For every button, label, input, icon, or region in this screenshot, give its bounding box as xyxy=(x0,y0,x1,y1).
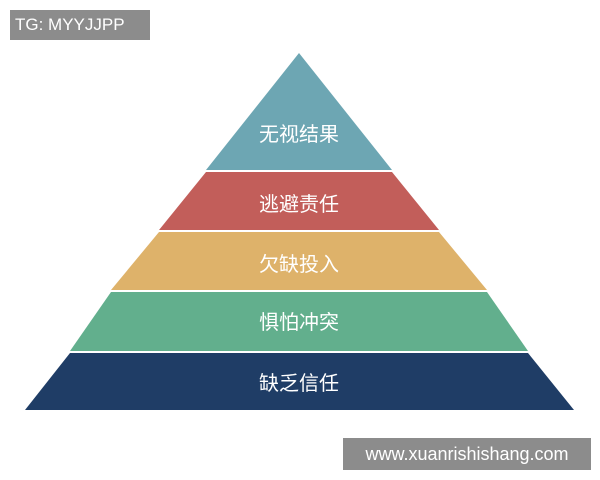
pyramid-level-4-label: 惧怕冲突 xyxy=(259,310,339,334)
pyramid-level-1-shape xyxy=(206,53,392,170)
pyramid-level-2-shape xyxy=(159,172,439,230)
pyramid-level-2: 逃避责任 xyxy=(159,172,439,230)
pyramid-level-3-label: 欠缺投入 xyxy=(259,252,339,276)
watermark-top-left: TG: MYYJJPP xyxy=(10,10,150,40)
pyramid-level-5: 缺乏信任 xyxy=(25,353,574,410)
watermark-bottom-right: www.xuanrishishang.com xyxy=(343,438,591,470)
pyramid-level-1-label: 无视结果 xyxy=(259,122,339,146)
pyramid-level-2-label: 逃避责任 xyxy=(259,192,339,216)
pyramid-level-4-shape xyxy=(70,292,528,351)
pyramid-level-4: 惧怕冲突 xyxy=(70,292,528,351)
pyramid-level-5-label: 缺乏信任 xyxy=(259,371,339,395)
pyramid-level-5-shape xyxy=(25,353,574,410)
pyramid-level-3: 欠缺投入 xyxy=(111,232,487,290)
pyramid-level-1: 无视结果 xyxy=(206,53,392,170)
pyramid-level-3-shape xyxy=(111,232,487,290)
